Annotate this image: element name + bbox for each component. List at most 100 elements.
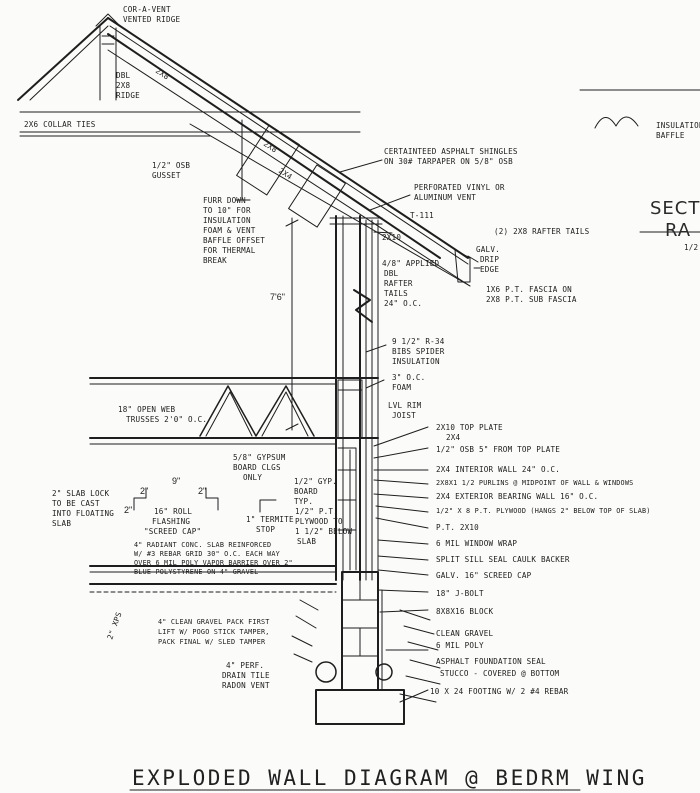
svg-text:ONLY: ONLY — [243, 473, 262, 482]
fascia-board — [454, 249, 471, 283]
leader-lines — [339, 159, 481, 703]
svg-text:PACK FINAL W/ SLED TAMPER: PACK FINAL W/ SLED TAMPER — [158, 638, 266, 646]
svg-text:SLAB: SLAB — [297, 537, 316, 546]
svg-text:OVER 6 MIL POLY VAPOR BARRIER: OVER 6 MIL POLY VAPOR BARRIER OVER 2" — [134, 559, 293, 567]
svg-text:SECTI: SECTI — [650, 198, 700, 219]
svg-text:24" O.C.: 24" O.C. — [384, 299, 422, 308]
left-roof-slope — [17, 17, 109, 101]
svg-text:FOR THERMAL: FOR THERMAL — [203, 246, 256, 255]
diagram-title: EXPLODED WALL DIAGRAM @ BEDRM WING — [132, 766, 647, 790]
svg-text:4/8" APPLIED: 4/8" APPLIED — [382, 259, 439, 268]
gusset-plate — [236, 124, 300, 196]
svg-text:RA: RA — [665, 220, 691, 241]
roof-assembly — [17, 13, 479, 287]
svg-text:2" XPS: 2" XPS — [105, 610, 123, 640]
svg-text:2x10: 2x10 — [382, 233, 401, 242]
height-dimension: 7'6" — [270, 292, 285, 302]
svg-text:1 1/2" BELOW: 1 1/2" BELOW — [295, 527, 352, 536]
svg-text:2" SLAB LOCK: 2" SLAB LOCK — [52, 489, 109, 498]
svg-text:4" RADIANT CONC. SLAB REINFORC: 4" RADIANT CONC. SLAB REINFORCED — [134, 541, 271, 549]
svg-text:INTO FLOATING: INTO FLOATING — [52, 509, 114, 518]
svg-text:2x4 INTERIOR WALL 24" O.C.: 2x4 INTERIOR WALL 24" O.C. — [436, 465, 560, 474]
break-line-icon — [353, 289, 373, 323]
svg-text:4" PERF.: 4" PERF. — [226, 661, 264, 670]
svg-text:TAILS: TAILS — [384, 289, 408, 298]
svg-text:FOAM & VENT: FOAM & VENT — [203, 226, 256, 235]
svg-text:TYP.: TYP. — [294, 497, 313, 506]
svg-text:4" CLEAN GRAVEL PACK FIRST: 4" CLEAN GRAVEL PACK FIRST — [158, 618, 270, 626]
svg-text:RIDGE: RIDGE — [116, 91, 140, 100]
svg-text:VENTED RIDGE: VENTED RIDGE — [123, 15, 180, 24]
svg-text:P.T. 2x10: P.T. 2x10 — [436, 523, 479, 532]
svg-text:STUCCO - COVERED @ BOTTOM: STUCCO - COVERED @ BOTTOM — [440, 669, 560, 678]
svg-text:BAFFLE: BAFFLE — [656, 131, 685, 140]
termite-stop-detail — [259, 499, 277, 513]
svg-text:1x6 P.T. FASCIA ON: 1x6 P.T. FASCIA ON — [486, 285, 572, 294]
svg-text:EDGE: EDGE — [480, 265, 499, 274]
svg-text:INSULATION: INSULATION — [656, 121, 700, 130]
rafter-line — [107, 33, 441, 259]
svg-text:2x4: 2x4 — [446, 433, 461, 442]
svg-text:RADON VENT: RADON VENT — [222, 681, 270, 690]
svg-text:9": 9" — [172, 476, 180, 486]
ridge-vent-icon — [95, 13, 121, 27]
svg-text:2x8: 2x8 — [116, 81, 131, 90]
svg-text:3" O.C.: 3" O.C. — [392, 373, 425, 382]
svg-text:BOARD: BOARD — [294, 487, 318, 496]
svg-text:2x4 EXTERIOR BEARING WALL 16": 2x4 EXTERIOR BEARING WALL 16" O.C. — [436, 492, 598, 501]
svg-text:2x8: 2x8 — [154, 66, 171, 81]
foundation-assembly — [291, 571, 441, 725]
svg-text:8x8x16 BLOCK: 8x8x16 BLOCK — [436, 607, 493, 616]
svg-text:2": 2" — [140, 486, 148, 496]
svg-text:BREAK: BREAK — [203, 256, 227, 265]
wall-assembly — [285, 215, 383, 591]
insulation-baffle-icon — [594, 116, 639, 129]
svg-text:LIFT W/ POGO STICK TAMPER,: LIFT W/ POGO STICK TAMPER, — [158, 628, 270, 636]
svg-text:BAFFLE OFFSET: BAFFLE OFFSET — [203, 236, 265, 245]
gravel-hatch — [399, 609, 441, 703]
svg-text:INSULATION: INSULATION — [392, 357, 440, 366]
truss-assembly — [89, 377, 379, 445]
svg-text:PERFORATED VINYL OR: PERFORATED VINYL OR — [414, 183, 505, 192]
label-ridge-vent: COR-A-VENT — [123, 5, 171, 14]
svg-text:BOARD CLGS: BOARD CLGS — [233, 463, 281, 472]
svg-text:"SCREED CAP": "SCREED CAP" — [144, 527, 201, 536]
label-shingles: CERTAINTEED ASPHALT SHINGLES — [384, 147, 518, 156]
screed-cap-detail — [133, 487, 219, 511]
svg-text:GALV.: GALV. — [476, 245, 500, 254]
lvl-rim-joist — [337, 379, 363, 439]
svg-text:5/8" GYPSUM: 5/8" GYPSUM — [233, 453, 286, 462]
svg-text:1/2" GYP.: 1/2" GYP. — [294, 477, 337, 486]
svg-text:1" TERMITE: 1" TERMITE — [246, 515, 294, 524]
svg-text:TO 10" FOR: TO 10" FOR — [203, 206, 251, 215]
svg-text:FLASHING: FLASHING — [152, 517, 190, 526]
svg-text:FOAM: FOAM — [392, 383, 411, 392]
svg-text:LVL RIM: LVL RIM — [388, 401, 422, 410]
svg-text:BLUE POLYSTYRENE ON 4" GRAVEL: BLUE POLYSTYRENE ON 4" GRAVEL — [134, 568, 258, 576]
svg-text:JOIST: JOIST — [392, 411, 416, 420]
svg-text:6 MIL WINDOW WRAP: 6 MIL WINDOW WRAP — [436, 539, 517, 548]
svg-text:ALUMINUM VENT: ALUMINUM VENT — [414, 193, 476, 202]
svg-text:T-111: T-111 — [410, 211, 434, 220]
svg-text:DBL: DBL — [116, 71, 131, 80]
svg-text:16" ROLL: 16" ROLL — [154, 507, 192, 516]
footing — [315, 689, 405, 725]
svg-text:ASPHALT FOUNDATION SEAL: ASPHALT FOUNDATION SEAL — [436, 657, 546, 666]
drain-tile-left — [315, 661, 337, 683]
svg-text:PLYWOOD TO: PLYWOOD TO — [295, 517, 343, 526]
svg-text:DRAIN TILE: DRAIN TILE — [222, 671, 270, 680]
svg-text:1/2" OSB 5" FROM TOP PLATE: 1/2" OSB 5" FROM TOP PLATE — [436, 445, 560, 454]
svg-text:BIBS SPIDER: BIBS SPIDER — [392, 347, 445, 356]
svg-text:ON 30# TARPAPER ON 5/8" OSB: ON 30# TARPAPER ON 5/8" OSB — [384, 157, 513, 166]
svg-text:2": 2" — [124, 505, 132, 515]
svg-text:9 1/2" R-34: 9 1/2" R-34 — [392, 337, 445, 346]
svg-text:10 x 24 FOOTING W/ 2 #4 REBAR: 10 x 24 FOOTING W/ 2 #4 REBAR — [430, 687, 569, 696]
slab-assembly — [89, 487, 337, 593]
svg-text:GALV. 16" SCREED CAP: GALV. 16" SCREED CAP — [436, 571, 532, 580]
svg-text:6 MIL POLY: 6 MIL POLY — [436, 641, 484, 650]
svg-text:CLEAN GRAVEL: CLEAN GRAVEL — [436, 629, 493, 638]
svg-text:1/2: 1/2 — [684, 243, 698, 252]
svg-text:W/ #3 REBAR GRID 30" O.C. EACH: W/ #3 REBAR GRID 30" O.C. EACH WAY — [134, 550, 280, 558]
label-collar-ties: 2x6 COLLAR TIES — [24, 120, 96, 129]
